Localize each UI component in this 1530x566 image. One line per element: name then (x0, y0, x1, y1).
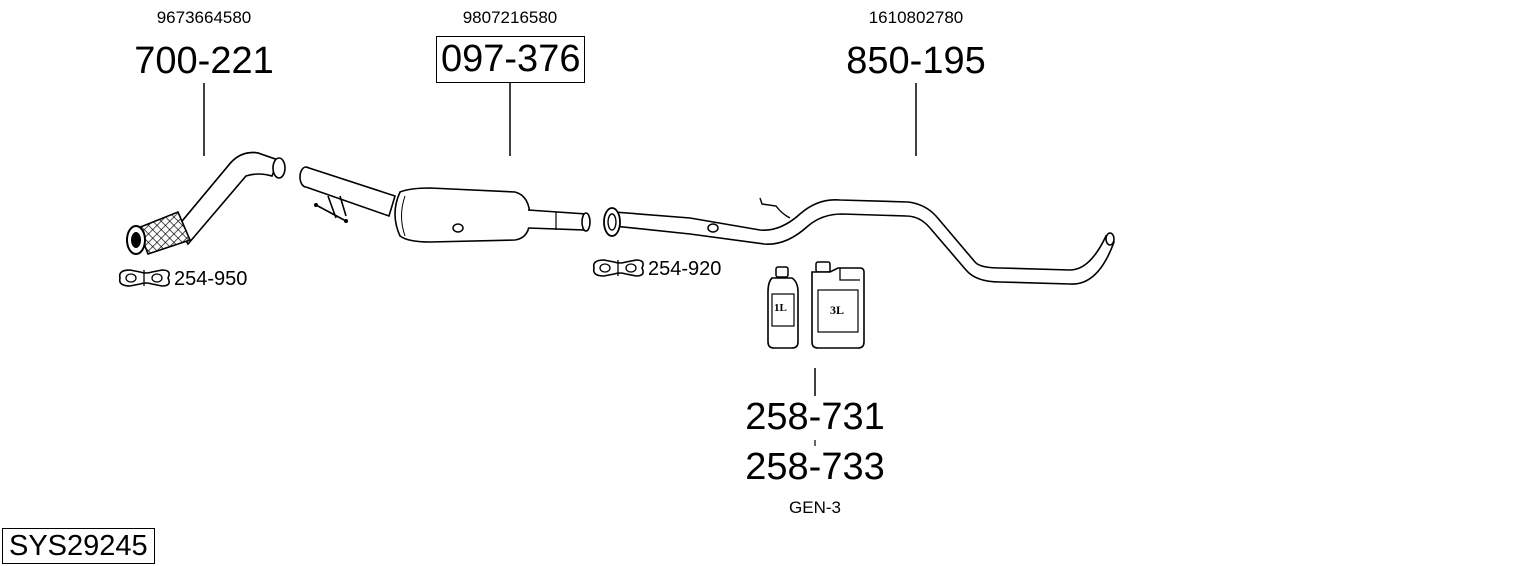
part-number-097-376-box[interactable]: 097-376 (436, 36, 586, 83)
part-number-097-376[interactable]: 097-376 (436, 36, 586, 83)
part-number-258-733[interactable]: 258-733 (745, 446, 885, 488)
part-number-700-221[interactable]: 700-221 (134, 40, 274, 82)
rear-pipe-part[interactable] (603, 197, 1115, 285)
oe-number-700-221: 9673664580 (156, 8, 252, 27)
dpf-part[interactable] (299, 166, 591, 243)
can-volume-label: 3L (830, 303, 845, 317)
oe-number-097-376: 9807216580 (462, 8, 558, 27)
part-number-850-195[interactable]: 850-195 (846, 40, 986, 82)
bottle-volume-label: 1L (774, 302, 787, 314)
system-id-badge: SYS29245 (2, 528, 155, 564)
part-number-258-731[interactable]: 258-731 (745, 396, 885, 438)
clamp-label-254-950[interactable]: 254-950 (174, 268, 248, 290)
clamp-254-950-icon[interactable] (118, 269, 170, 287)
front-pipe-part[interactable] (126, 151, 286, 256)
clamp-254-920-icon[interactable] (592, 259, 644, 277)
bottle-1l-icon[interactable] (767, 266, 799, 349)
clamp-label-254-920[interactable]: 254-920 (648, 258, 722, 280)
can-3l-icon[interactable] (811, 261, 865, 349)
oe-number-850-195: 1610802780 (868, 8, 964, 27)
fluid-type-label: GEN-3 (789, 498, 841, 517)
